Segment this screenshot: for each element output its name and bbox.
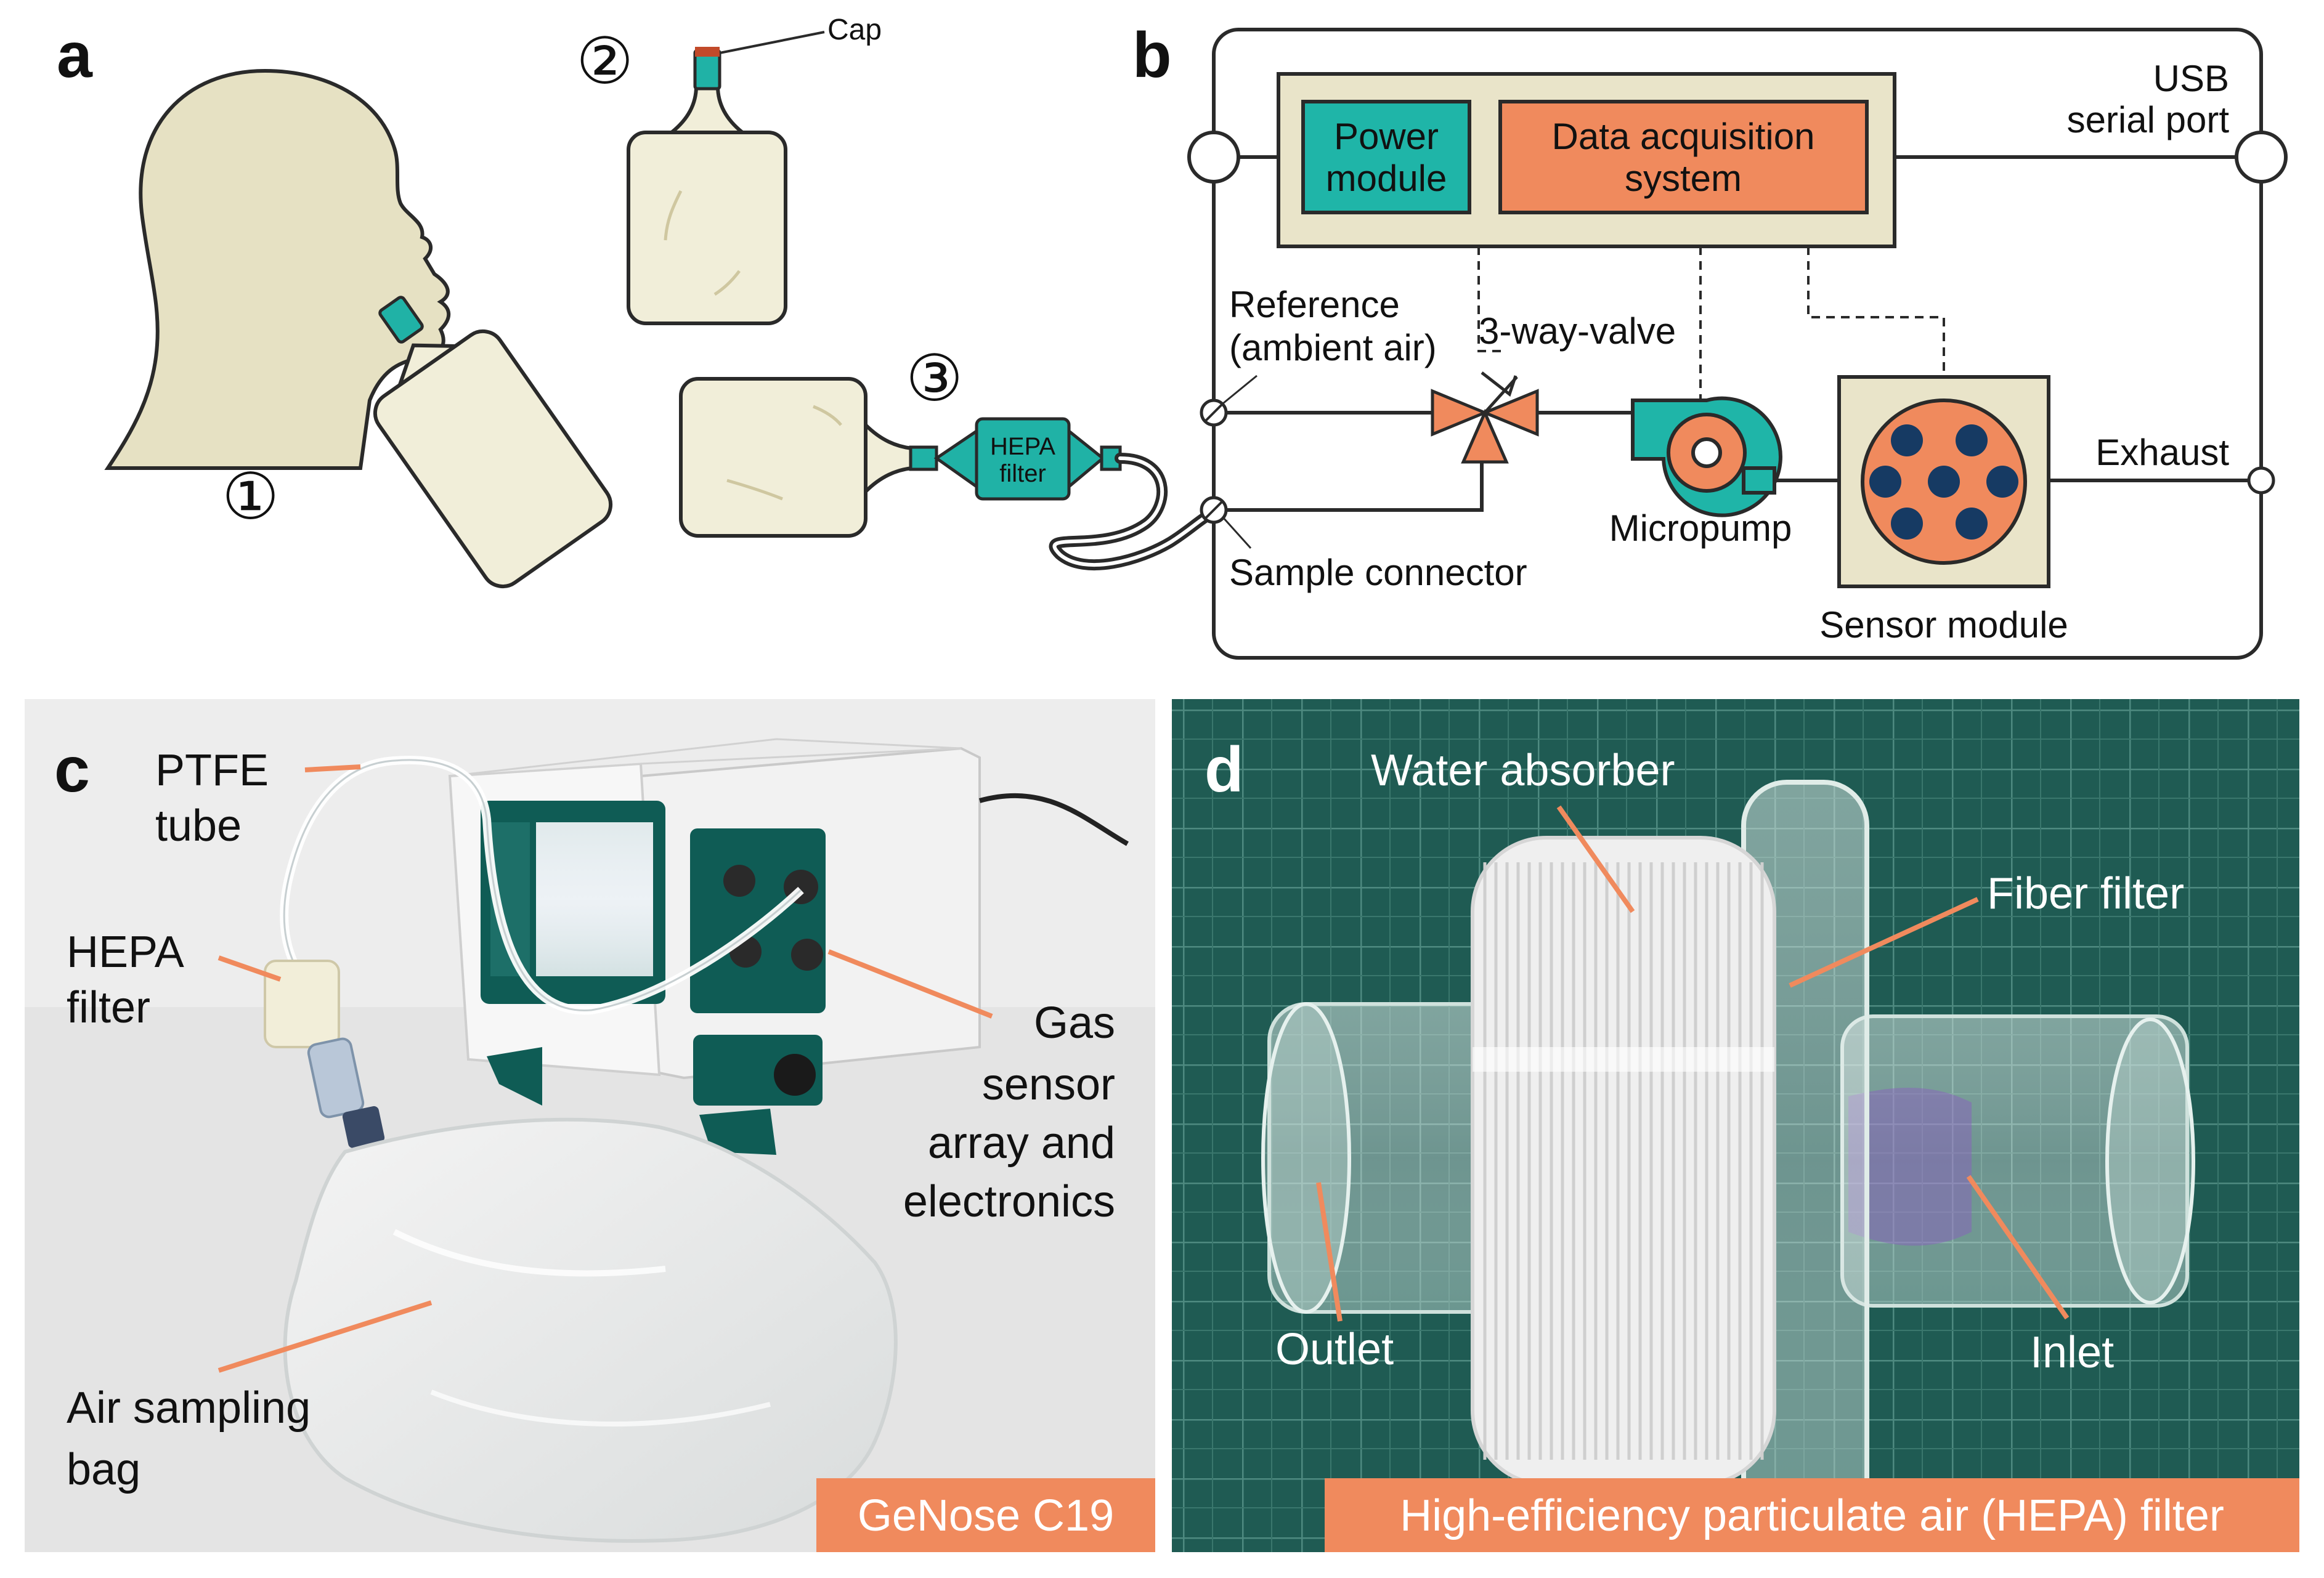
panel-letter-c: c [54, 734, 90, 806]
panel-letter-a: a [57, 20, 93, 91]
sample-connector-label: Sample connector [1229, 552, 1527, 593]
three-way-valve [1431, 371, 1539, 464]
ptfe-tube-edge [283, 759, 802, 1011]
sensor-chip [1869, 466, 1901, 498]
water-absorber-leader [1556, 805, 1635, 913]
valve-label: 3-way-valve [1479, 310, 1676, 352]
usb-port [2235, 131, 2288, 184]
gas-label-line1: Gas [1034, 998, 1115, 1048]
fiber-filter-leader [1789, 897, 1979, 988]
hepa-label-line2: filter [67, 983, 150, 1032]
gas-leader [827, 949, 993, 1019]
reference-label-line2: (ambient air) [1229, 327, 1437, 368]
sensor-chip [1956, 508, 1988, 540]
sensor-chip [1956, 424, 1988, 456]
gas-label-line2: sensor [982, 1060, 1115, 1109]
power-port [1187, 131, 1240, 184]
sensor-control-line [1807, 246, 1945, 377]
sampling-bag-2 [627, 47, 787, 325]
cap-label: Cap [827, 14, 882, 46]
fiber-filter-label: Fiber filter [1987, 869, 2184, 918]
bag-label-line1: Air sampling [67, 1383, 311, 1433]
micropump-label: Micropump [1609, 508, 1792, 549]
panel-b: b Power module Data acquisition system U… [1132, 20, 2288, 660]
sensor-chip [1928, 466, 1960, 498]
air-sampling-bag-photo [283, 1117, 898, 1543]
daq-label-line1: Data acquisition [1552, 116, 1815, 157]
hepa-tag-bg [1325, 1478, 2299, 1552]
ptfe-label-line2: tube [155, 801, 242, 851]
sample-line [1214, 453, 1484, 512]
sampling-bag-3 [679, 377, 914, 538]
panel-a: a ① Cap ② [57, 14, 1229, 589]
mouthpiece [378, 296, 424, 344]
cap-leader [719, 31, 825, 54]
power-module-label-line2: module [1326, 158, 1447, 199]
hepa-filter-photo [264, 960, 385, 1149]
pleat-lines [1483, 862, 1764, 1460]
power-module-label-line1: Power [1334, 116, 1439, 157]
power-module-box [1301, 100, 1471, 214]
hepa-leader [217, 955, 282, 982]
valve-control-line [1477, 246, 1503, 352]
reference-label-line1: Reference [1229, 284, 1400, 325]
absorber-highlight [1473, 1047, 1774, 1072]
sensor-chip [1986, 466, 2018, 498]
micropump [1631, 396, 1782, 517]
ptfe-label-line1: PTFE [155, 746, 269, 795]
ptfe-leader [304, 764, 361, 772]
panel-letter-d: d [1205, 734, 1244, 806]
hepa-filter-schematic: HEPA filter [909, 417, 1122, 501]
gas-label-line4: electronics [903, 1177, 1115, 1226]
sample-tube-highlight [1052, 456, 1225, 567]
daq-box [1498, 100, 1869, 214]
hepa-filter-label-line1: HEPA [990, 433, 1055, 460]
sensor-chips [1869, 424, 2018, 540]
step-3-label: ③ [906, 343, 963, 415]
step-2-label: ② [576, 26, 633, 97]
exhaust-label: Exhaust [2095, 432, 2229, 473]
panel-d: d Water absorber Fiber filter Outlet Inl… [1172, 699, 2299, 1552]
filter-inlet-tube [1840, 1014, 2195, 1308]
usb-label-line2: serial port [2067, 99, 2230, 140]
usb-label-line1: USB [2153, 58, 2229, 99]
sensor-module-label: Sensor module [1819, 604, 2068, 645]
head-silhouette [104, 68, 451, 470]
sampling-bag-1 [373, 329, 613, 589]
sample-connector-leader [1222, 516, 1252, 549]
exhaust-port [2247, 466, 2275, 495]
inlet-label: Inlet [2030, 1328, 2114, 1377]
genose-tag-bg [816, 1478, 1155, 1552]
step-1-label: ① [222, 461, 279, 533]
inlet-leader [1966, 1175, 2070, 1320]
bag-label-line2: bag [67, 1445, 140, 1494]
outlet-label: Outlet [1275, 1325, 1394, 1374]
sensor-chip [1891, 508, 1923, 540]
hepa-tag: High-efficiency particulate air (HEPA) f… [1400, 1491, 2224, 1540]
hepa-label-line1: HEPA [67, 928, 184, 977]
sensor-chip [1891, 424, 1923, 456]
gas-label-line3: array and [928, 1119, 1115, 1168]
genose-tag: GeNose C19 [858, 1491, 1114, 1540]
panel-letter-b: b [1132, 20, 1172, 91]
hepa-filter-label-line2: filter [999, 460, 1046, 487]
panel-c: c PTFE tube HEPA filter Gas sensor array… [25, 699, 1155, 1552]
water-absorber-label: Water absorber [1371, 746, 1675, 795]
daq-label-line2: system [1625, 158, 1742, 199]
bag-leader [217, 1300, 433, 1373]
outlet-leader [1316, 1182, 1343, 1322]
reference-leader [1222, 374, 1257, 405]
